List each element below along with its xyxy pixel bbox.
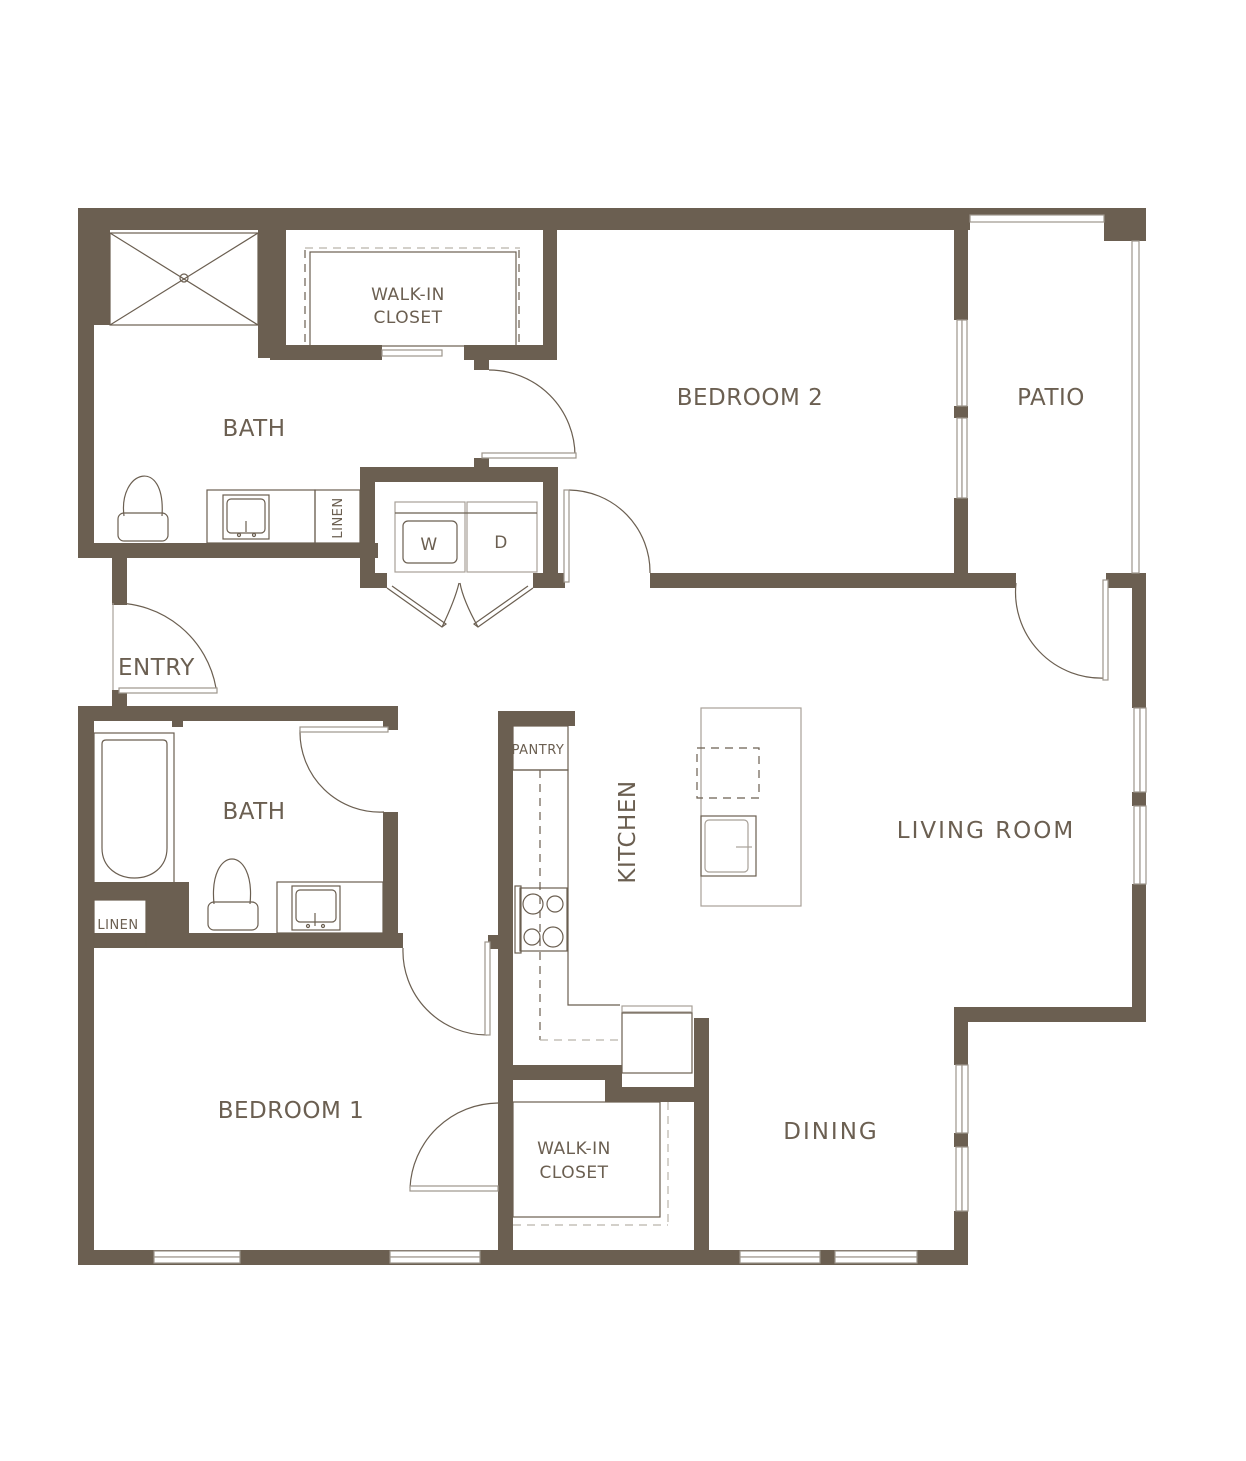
label-walk-in-closet-top-2: CLOSET xyxy=(373,308,442,328)
label-dining: DINING xyxy=(783,1119,879,1145)
label-bath-master: BATH xyxy=(222,416,285,442)
label-living-room: LIVING ROOM xyxy=(897,818,1076,844)
label-linen-top: LINEN xyxy=(331,497,346,538)
label-walk-in-closet-top: WALK-IN xyxy=(371,285,445,305)
label-washer: W xyxy=(420,535,437,555)
label-dryer: D xyxy=(494,533,508,553)
label-bedroom-1: BEDROOM 1 xyxy=(218,1098,365,1124)
label-linen-bottom: LINEN xyxy=(97,918,138,933)
label-pantry: PANTRY xyxy=(512,743,565,758)
label-walk-in-closet-bottom-2: CLOSET xyxy=(539,1163,608,1183)
label-walk-in-closet-bottom: WALK-IN xyxy=(537,1139,611,1159)
label-kitchen: KITCHEN xyxy=(615,780,641,883)
room-labels: WALK-IN CLOSET BATH BEDROOM 2 PATIO LINE… xyxy=(97,285,1085,1183)
label-bath-secondary: BATH xyxy=(222,799,285,825)
label-patio: PATIO xyxy=(1017,385,1085,411)
fixtures xyxy=(93,232,802,1226)
doors xyxy=(112,349,1109,1192)
label-entry: ENTRY xyxy=(118,655,195,681)
windows xyxy=(153,214,1147,1264)
label-bedroom-2: BEDROOM 2 xyxy=(677,385,824,411)
